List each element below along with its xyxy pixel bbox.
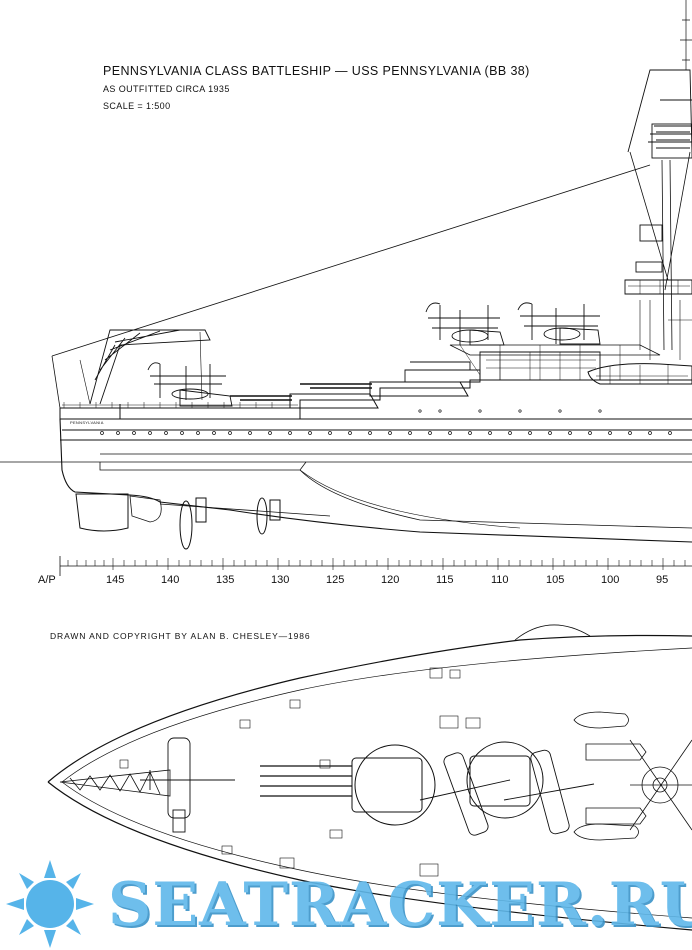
mast-icon	[629, 739, 692, 831]
deck-outline	[47, 634, 692, 931]
biplane-icon	[425, 302, 505, 346]
rudder	[75, 493, 129, 532]
plan-view	[47, 624, 692, 931]
ruler-label: 110	[491, 574, 509, 586]
ruler-label: 130	[271, 574, 290, 586]
ruler-label: 145	[106, 574, 125, 586]
drawing-title: PENNSYLVANIA CLASS BATTLESHIP — USS PENN…	[103, 64, 530, 78]
ruler-label: 140	[161, 574, 180, 586]
propellers	[159, 497, 331, 550]
ruler-label: 135	[216, 574, 235, 586]
sun-logo	[6, 860, 94, 948]
biplane-icon	[517, 302, 601, 345]
scale-ruler	[59, 556, 692, 576]
ruler-label: 120	[381, 574, 400, 586]
hull-profile	[59, 418, 692, 543]
ruler-label: 100	[601, 574, 620, 586]
profile-view	[0, 0, 692, 576]
hull-name-label: PENNSYLVANIA	[70, 420, 104, 425]
ruler-label: 95	[656, 574, 669, 586]
scale-note: SCALE = 1:500	[103, 101, 171, 111]
biplane-icon	[419, 752, 511, 836]
ruler-label: 125	[326, 574, 345, 586]
ruler-label: A/P	[38, 574, 56, 586]
watermark-text: SEATRACKER.RU	[108, 870, 692, 940]
boat-icon	[587, 363, 692, 385]
ruler-label: 105	[546, 574, 565, 586]
gun-turret-icon	[260, 744, 436, 826]
drawing-subtitle: AS OUTFITTED CIRCA 1935	[103, 84, 230, 94]
boat-icon	[573, 711, 647, 841]
crane-icon	[59, 769, 171, 797]
portholes	[100, 409, 672, 435]
ruler-label: 115	[436, 574, 454, 586]
mast-icon	[624, 0, 692, 360]
biplane-icon	[147, 362, 233, 407]
biplane-icon	[140, 737, 235, 833]
credit-line: DRAWN AND COPYRIGHT BY ALAN B. CHESLEY—1…	[50, 631, 311, 641]
crane-icon	[79, 329, 211, 405]
main-deck	[59, 379, 692, 419]
scale-ruler-labels: A/P 145 140 135 130 125 120 115 110 105 100 95	[0, 574, 692, 590]
biplane-icon	[503, 749, 595, 835]
gun-turret-icon	[230, 393, 379, 409]
gun-turret-icon	[466, 741, 544, 819]
antenna-stay	[51, 164, 651, 357]
